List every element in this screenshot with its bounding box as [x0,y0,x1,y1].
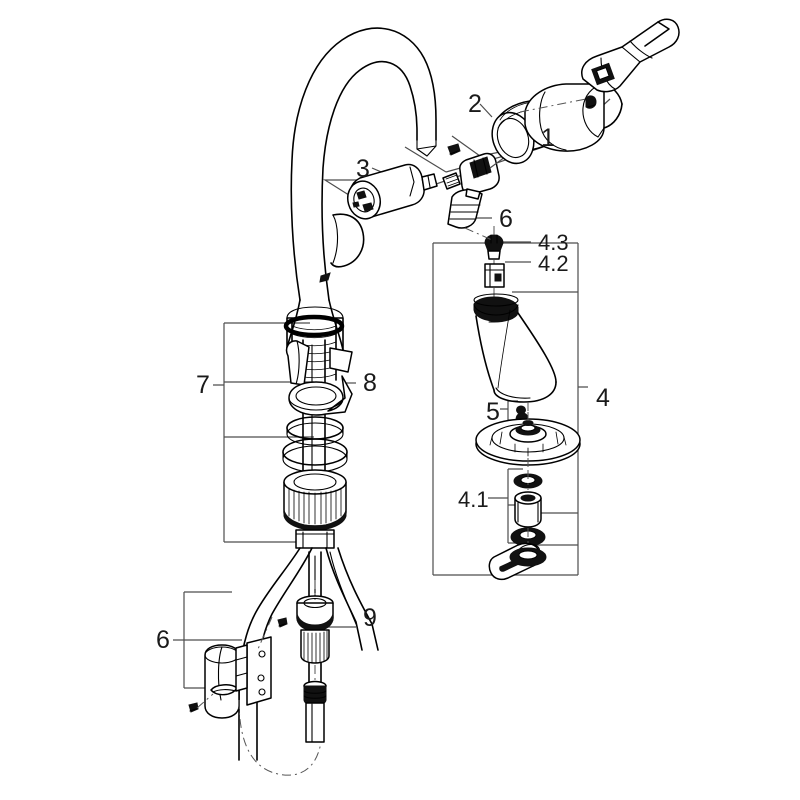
hose-guide-weight [204,644,240,719]
callout-4-2: 4.2 [538,251,569,276]
cartridge-spacer [442,172,461,190]
mounting-washers [282,416,348,473]
hose-connector-6 [447,188,493,241]
callout-8: 8 [363,369,377,397]
cartridge [347,163,438,220]
spray-nozzle-head [519,18,680,113]
hose-quick-connector [296,580,334,684]
hose-end-fitting [303,680,327,743]
callout-4-3: 4.3 [538,230,569,255]
callout-2: 2 [468,90,482,118]
spray-barrel [524,83,623,152]
callout-1: 1 [541,124,555,152]
callout-3: 3 [356,155,370,183]
stabilising-plate [285,340,353,416]
callout-6-lower: 6 [156,626,170,654]
handle-base-rosette [475,412,581,476]
callout-5: 5 [486,398,500,426]
hose-guide-bracket [188,616,288,713]
callout-4: 4 [596,384,610,412]
handle-adapter [484,263,505,298]
callout-7: 7 [196,371,210,399]
handle-fixing-set [488,470,547,581]
callout-4-1: 4.1 [458,487,489,512]
callout-6-upper: 6 [499,205,513,233]
callout-9: 9 [363,604,377,632]
fixing-nut [283,469,347,549]
hose-centerline [238,699,323,776]
faucet-spout-body [286,27,437,351]
lever-handle [473,293,557,418]
